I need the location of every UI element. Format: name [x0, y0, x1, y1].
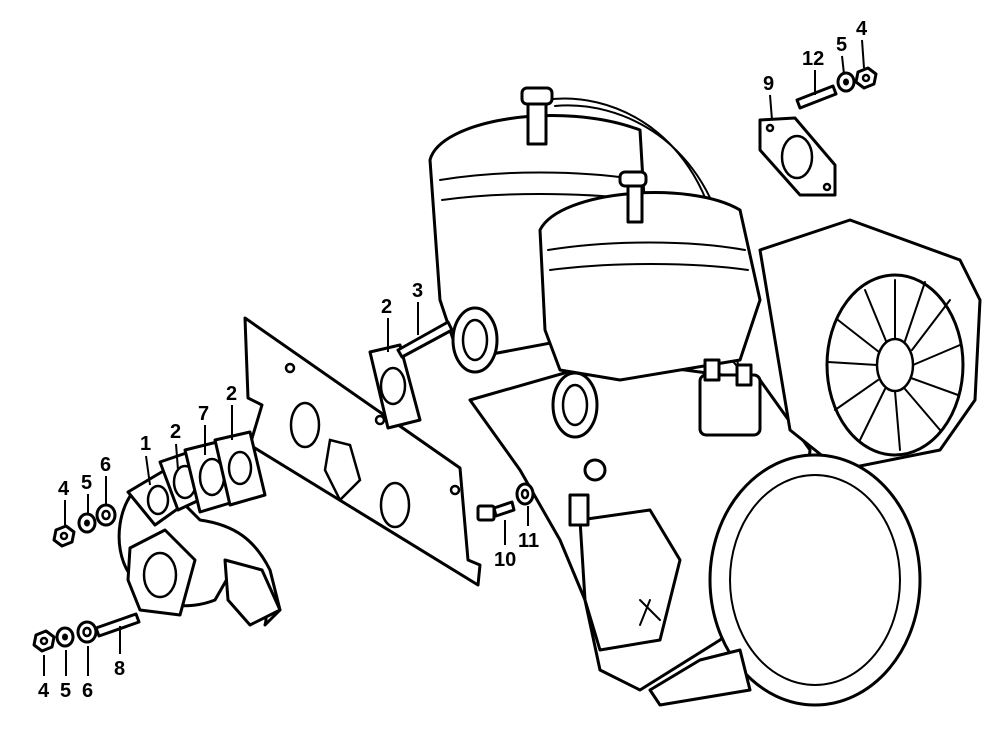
callout-3: 3 [412, 280, 423, 302]
gasket-2-right [213, 430, 267, 507]
bolt-10 [476, 500, 516, 522]
stud-8 [94, 612, 141, 638]
nut-4-lower-left [32, 629, 56, 653]
gasket-9 [758, 116, 837, 197]
washer-5-upper-right [836, 71, 856, 93]
callout-11: 11 [518, 530, 539, 552]
callout-12: 12 [802, 48, 824, 70]
stud-12 [795, 84, 838, 110]
callout-4: 4 [856, 18, 868, 40]
callout-6: 6 [100, 454, 111, 476]
callout-10: 10 [494, 549, 516, 571]
callout-6: 6 [82, 680, 93, 702]
stud-3 [396, 320, 454, 359]
gasket-2-upper [368, 343, 422, 430]
washer-5-lower-left [55, 626, 75, 648]
washer-5-upper-left [77, 512, 97, 534]
heat-shield-plate [243, 316, 482, 587]
callout-labels: 1 2 7 2 2 3 4 5 6 4 5 6 8 9 12 5 4 10 11 [38, 18, 868, 702]
washer-11 [515, 482, 535, 506]
callout-2: 2 [226, 383, 237, 405]
leader-lines [43, 39, 865, 676]
callout-2: 2 [170, 421, 181, 443]
callout-5: 5 [81, 472, 92, 494]
callout-8: 8 [114, 658, 125, 680]
washer-6-upper-left [95, 503, 117, 527]
callout-5: 5 [60, 680, 71, 702]
exhaust-manifold [117, 468, 282, 627]
callout-9: 9 [763, 73, 774, 95]
washer-6-lower-left [76, 620, 98, 644]
callout-4: 4 [58, 478, 70, 500]
callout-7: 7 [198, 403, 209, 425]
nut-4-upper-left [52, 524, 76, 548]
callout-1: 1 [140, 433, 151, 455]
callout-2: 2 [381, 296, 392, 318]
nut-4-upper-right [854, 66, 878, 90]
engine-assembly [428, 86, 982, 707]
callout-5: 5 [836, 34, 847, 56]
callout-4: 4 [38, 680, 50, 702]
